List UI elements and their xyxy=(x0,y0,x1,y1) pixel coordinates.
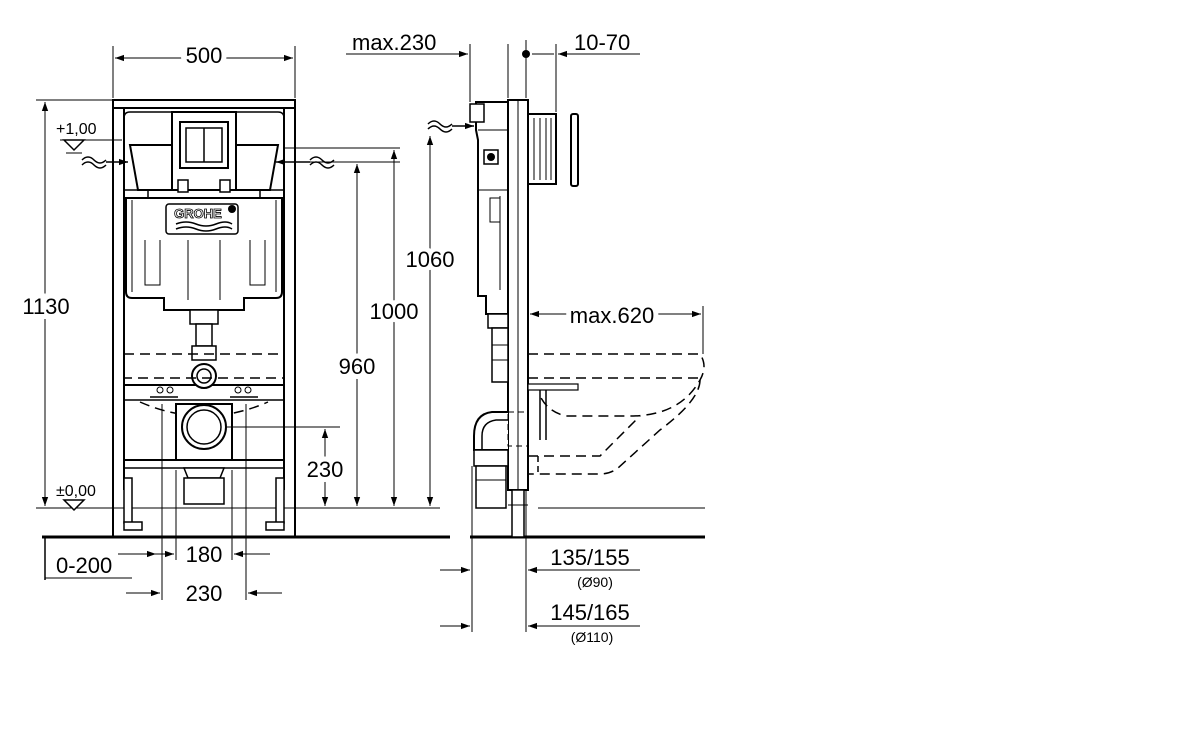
dim-0-200: 0-200 xyxy=(44,538,156,580)
flush-pipe xyxy=(123,309,285,417)
dim-label-230-side: 230 xyxy=(307,457,344,482)
water-inlet-symbols-front xyxy=(81,147,400,169)
flush-plate-side xyxy=(527,113,579,187)
front-view: GROHE xyxy=(17,38,459,606)
dim-label-d110: (Ø110) xyxy=(571,629,614,645)
level-markers: +1,00 ±0,00 xyxy=(56,121,122,512)
side-frame xyxy=(507,99,529,538)
dim-label-960: 960 xyxy=(339,354,376,379)
dim-label-d90: (Ø90) xyxy=(577,574,613,590)
dim-heights: 960 1000 1060 xyxy=(334,136,459,506)
dim-height-1130: 1130 xyxy=(17,99,112,509)
dim-label-500: 500 xyxy=(186,43,223,68)
dim-max620: max.620 xyxy=(530,298,704,354)
dim-label-max230: max.230 xyxy=(352,30,436,55)
logo-dot xyxy=(228,205,236,213)
dim-230-side: 230 xyxy=(226,426,348,506)
dim-label-180: 180 xyxy=(186,542,223,567)
dim-label-1130: 1130 xyxy=(22,294,69,319)
dim-10-70: 10-70 xyxy=(522,30,640,112)
toilet-pan-outline xyxy=(527,353,705,475)
level-label-bottom: ±0,00 xyxy=(56,483,96,500)
dim-width-500: 500 xyxy=(112,38,296,98)
dim-outlet-offsets: 135/155 (Ø90) 145/165 (Ø110) xyxy=(440,466,640,645)
dim-label-230-bottom: 230 xyxy=(186,581,223,606)
waste-elbow-side xyxy=(473,411,529,509)
dim-max230: max.230 xyxy=(346,30,509,102)
dim-label-10-70: 10-70 xyxy=(574,30,630,55)
dim-label-0-200: 0-200 xyxy=(56,553,112,578)
water-inlet-symbol-side xyxy=(427,120,474,133)
level-label-top: +1,00 xyxy=(56,121,97,138)
brand-logo-text: GROHE xyxy=(174,206,222,221)
cistern-side xyxy=(469,101,509,383)
dim-label-1060: 1060 xyxy=(406,247,455,272)
dim-label-max620: max.620 xyxy=(570,303,654,328)
dim-label-135-155: 135/155 xyxy=(550,545,630,570)
flush-plate-opening xyxy=(171,111,237,193)
waste-outlet xyxy=(175,403,233,505)
mounting-frame xyxy=(112,99,296,537)
dim-label-145-165: 145/165 xyxy=(550,600,630,625)
side-view: max.230 10-70 max.620 135/155 (Ø90) xyxy=(346,30,705,645)
cistern: GROHE xyxy=(124,144,284,311)
dim-180-230: 180 230 xyxy=(126,404,282,606)
dim-label-1000: 1000 xyxy=(370,299,419,324)
